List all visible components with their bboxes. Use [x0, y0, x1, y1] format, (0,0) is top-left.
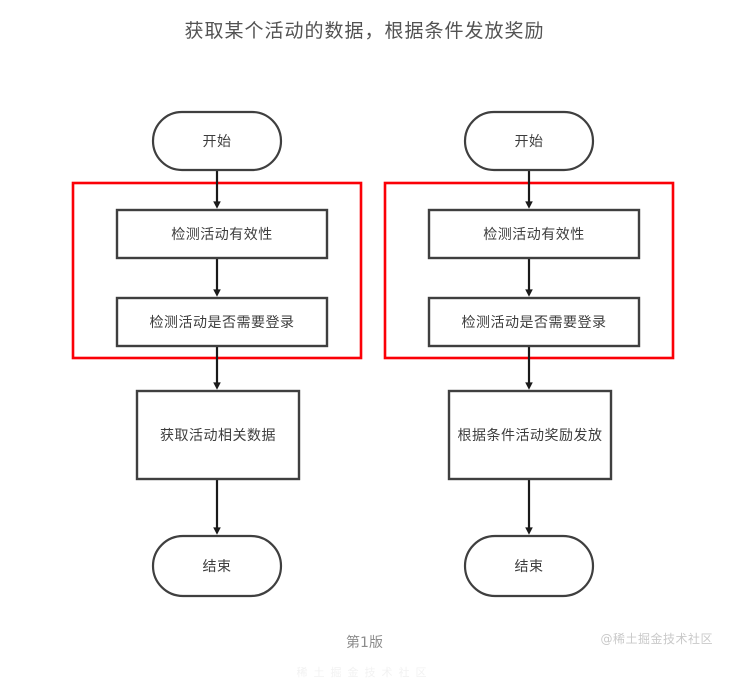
watermark: @稀土掘金技术社区 [600, 632, 713, 646]
node-right-action[interactable] [447, 389, 613, 481]
node-right-check-1[interactable] [427, 208, 641, 260]
node-right-check-2[interactable] [427, 296, 641, 348]
watermark-faint: 稀土掘金技术社区 [296, 666, 433, 679]
node-left-start[interactable] [151, 110, 283, 172]
node-left-check-2[interactable] [115, 296, 329, 348]
column-right [383, 110, 675, 598]
node-right-end[interactable] [463, 534, 595, 598]
node-left-action[interactable] [135, 389, 301, 481]
node-left-end[interactable] [151, 534, 283, 598]
column-left [71, 110, 363, 598]
node-left-check-1[interactable] [115, 208, 329, 260]
node-right-start[interactable] [463, 110, 595, 172]
page-title: 获取某个活动的数据，根据条件发放奖励 [184, 20, 545, 42]
version-label: 第1版 [346, 635, 383, 651]
